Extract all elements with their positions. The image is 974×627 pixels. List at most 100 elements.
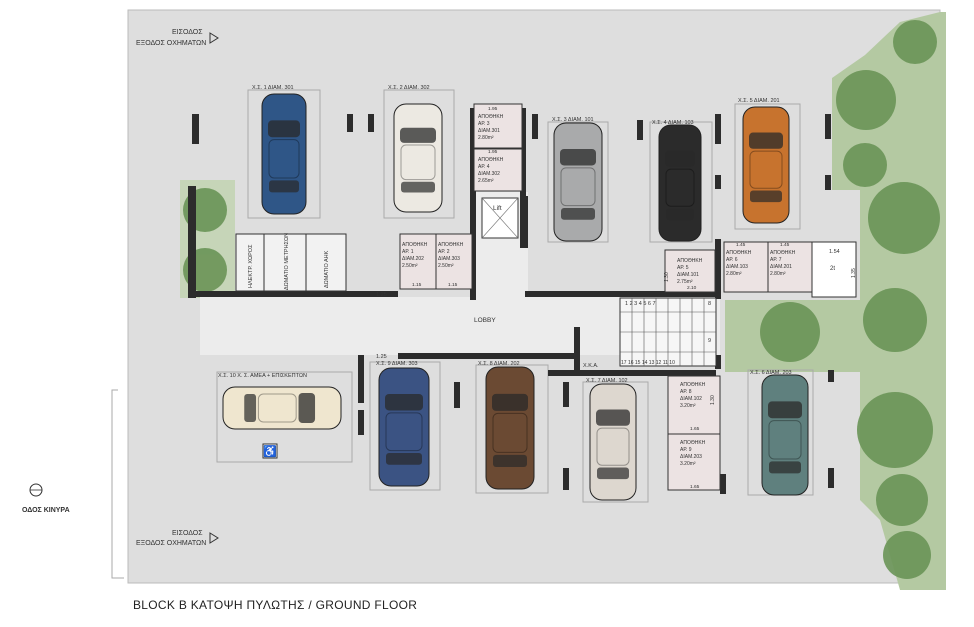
accessible-parking-icon — [262, 443, 278, 459]
car — [393, 103, 443, 213]
storage-rooms — [399, 103, 813, 491]
parking-label: Χ.Σ. 6 ΔΙΑΜ. 203 — [750, 370, 792, 376]
trees — [183, 20, 940, 579]
car-roof — [400, 144, 436, 181]
stairs-bottom-numbers: 17 16 15 14 13 12 11 10 — [621, 360, 675, 366]
car-roof — [257, 393, 297, 423]
entrance-bottom-arrow-icon — [209, 532, 219, 544]
meters-room-label: ΔΩΜΑΤΙΟ ΜΕΤΡΗΣΩΝ — [284, 233, 290, 290]
car-roof — [560, 167, 596, 207]
tree — [836, 70, 896, 130]
storage-label: ΔΙΑΜ.201 — [770, 264, 792, 270]
wall — [188, 186, 196, 298]
walls — [188, 108, 834, 494]
car-rear-window — [386, 452, 422, 465]
bay-7 — [582, 381, 649, 503]
car-windshield — [400, 127, 436, 143]
wall — [470, 190, 476, 300]
bay-10 — [216, 371, 353, 463]
storage-label: ΑΡ. 5 — [677, 265, 689, 271]
car-windshield — [298, 393, 316, 423]
lift-label: Lift — [493, 205, 502, 212]
car-rear-window — [493, 454, 527, 468]
storage-label: ΑΠΟΘΗΚΗ — [402, 242, 428, 248]
car — [485, 366, 535, 490]
stairs-top-numbers: 1 2 3 4 5 6 7 — [625, 301, 656, 307]
utility-rooms — [235, 233, 347, 292]
xka-label: Χ.Κ.Α. — [583, 363, 599, 369]
dim-4: 1.35 — [851, 268, 857, 278]
storage-label: ΑΡ. 3 — [478, 121, 490, 127]
storage-label: ΑΡ. 8 — [680, 389, 692, 395]
storage-label: 2.80m² — [726, 271, 742, 277]
storage-label: 2.50m² — [402, 263, 418, 269]
parking-bays — [216, 89, 814, 503]
storage-dimension: 1.95 — [488, 149, 498, 155]
wall — [188, 291, 398, 297]
storage-8 — [667, 375, 721, 435]
car-roof — [749, 150, 783, 189]
wall — [532, 114, 538, 139]
storage-label: ΑΠΟΘΗΚΗ — [478, 114, 504, 120]
storage-label: ΑΠΟΘΗΚΗ — [680, 382, 706, 388]
stairs-bottom-end: 9 — [708, 338, 711, 344]
car-rear-window — [401, 181, 435, 193]
bay-1 — [247, 89, 321, 219]
car — [589, 383, 637, 501]
storage-dimension: 1.95 — [488, 106, 498, 112]
accessible-parking-glyph: ♿ — [263, 445, 277, 458]
cars — [222, 93, 809, 501]
wall — [454, 382, 460, 408]
car-rear-window — [597, 467, 629, 480]
wall — [715, 114, 721, 144]
wall — [368, 114, 374, 132]
stair-treads — [620, 298, 716, 366]
wall — [825, 114, 831, 139]
car — [222, 386, 342, 430]
parking-label: Χ.Σ. 8 ΔΙΑΜ. 202 — [478, 361, 520, 367]
stairs-top-end: 8 — [708, 301, 711, 307]
dim-6: 1.30 — [710, 395, 716, 405]
storage-label: ΔΙΑΜ.303 — [438, 256, 460, 262]
wall — [520, 108, 526, 202]
dim-5: 1.30 — [664, 272, 670, 282]
wall — [470, 108, 476, 200]
storage-dimension: 1.45 — [736, 242, 746, 248]
storage-label: 2.65m² — [478, 178, 494, 184]
parking-label: Χ.Σ. 1 ΔΙΑΜ. 301 — [252, 85, 294, 91]
car-roof — [385, 412, 423, 452]
ahk-room-label: ΔΩΜΑΤΙΟ ΑΗΚ — [324, 250, 330, 288]
tree — [876, 474, 928, 526]
bay-2 — [383, 89, 455, 219]
storage-dimension: 2.10 — [687, 285, 697, 291]
parking-label: Χ.Σ. 4 ΔΙΑΜ. 103 — [652, 120, 694, 126]
wall — [715, 355, 721, 369]
dim-2: 1.25 — [376, 354, 387, 360]
wall — [715, 175, 721, 189]
storage-label: 3.20m² — [680, 461, 696, 467]
dim-3: 1.54 — [829, 249, 840, 255]
ahk-room — [305, 233, 347, 292]
storage-1 — [399, 233, 437, 290]
bay-3 — [547, 121, 609, 243]
car-windshield — [560, 148, 596, 166]
car-rear-window — [561, 207, 595, 220]
car-rear-window — [750, 190, 782, 203]
storage-label: ΑΡ. 4 — [478, 164, 490, 170]
parking-label: Χ.Σ. 5 ΔΙΑΜ. 201 — [738, 98, 780, 104]
small-room — [811, 241, 857, 298]
wall — [525, 291, 715, 297]
storage-label: ΑΠΟΘΗΚΗ — [770, 250, 796, 256]
car-roof — [768, 420, 802, 460]
storage-label: ΑΡ. 9 — [680, 447, 692, 453]
parking-label: Χ.Σ. 2 ΔΙΑΜ. 302 — [388, 85, 430, 91]
car-windshield — [492, 393, 528, 411]
wall — [574, 327, 580, 373]
car — [742, 106, 790, 224]
electrical-room-label: ΗΛΕΚΤΡ. ΧΩΡΟΣ — [248, 244, 254, 288]
parking-label: Χ.Σ. 7 ΔΙΑΜ. 102 — [586, 378, 628, 384]
storage-label: ΑΠΟΘΗΚΗ — [680, 440, 706, 446]
wall — [563, 468, 569, 490]
